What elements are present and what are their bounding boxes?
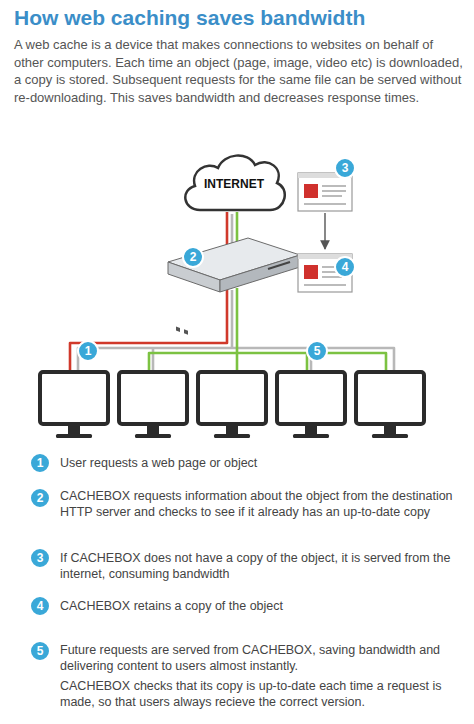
user-computer: [40, 372, 108, 438]
copy-arrow: [324, 213, 325, 249]
callout-number: 4: [335, 257, 355, 277]
callout-circle: [307, 341, 327, 361]
green-wire: [149, 288, 386, 372]
list-circle: [30, 596, 50, 616]
user-computer: [198, 372, 266, 438]
step-text: If CACHEBOX does not have a copy of the …: [60, 550, 464, 582]
list-circle: [30, 641, 50, 661]
callout-circles: [30, 158, 355, 661]
callout-circle: [183, 247, 203, 267]
internet-cloud: INTERNET: [178, 150, 290, 214]
callout-circle: [78, 341, 98, 361]
cachebox-device: [168, 238, 300, 335]
callout-circle: [335, 257, 355, 277]
callout-number: 2: [183, 247, 203, 267]
user-computer: [356, 372, 424, 438]
list-circle: [30, 488, 50, 508]
device-side: [220, 255, 300, 292]
device-badge: [268, 262, 290, 269]
callout-number: 1: [30, 453, 50, 473]
step-text: CACHEBOX requests information about the …: [60, 488, 464, 520]
callout-number: 5: [307, 341, 327, 361]
callout-number: 5: [30, 641, 50, 661]
user-computer: [277, 372, 345, 438]
list-circle: [30, 548, 50, 568]
callout-number: 3: [335, 158, 355, 178]
step-text: User requests a web page or object: [60, 455, 464, 471]
step-text: CACHEBOX checks that its copy is up-to-d…: [60, 678, 464, 710]
callout-circle: [335, 158, 355, 178]
device-port: [176, 327, 180, 332]
intro-paragraph: A web cache is a device that makes conne…: [14, 36, 466, 106]
list-circle: [30, 453, 50, 473]
callout-number: 1: [78, 341, 98, 361]
network-wires: [70, 212, 394, 372]
device-port: [184, 329, 188, 334]
callout-number: 2: [30, 488, 50, 508]
callout-number: 4: [30, 596, 50, 616]
node-text: INTERNET: [178, 177, 290, 191]
page-title: How web caching saves bandwidth: [14, 6, 365, 30]
callout-number: 3: [30, 548, 50, 568]
user-computer: [119, 372, 187, 438]
step-text: CACHEBOX retains a copy of the object: [60, 598, 464, 614]
step-text: Future requests are served from CACHEBOX…: [60, 642, 464, 674]
